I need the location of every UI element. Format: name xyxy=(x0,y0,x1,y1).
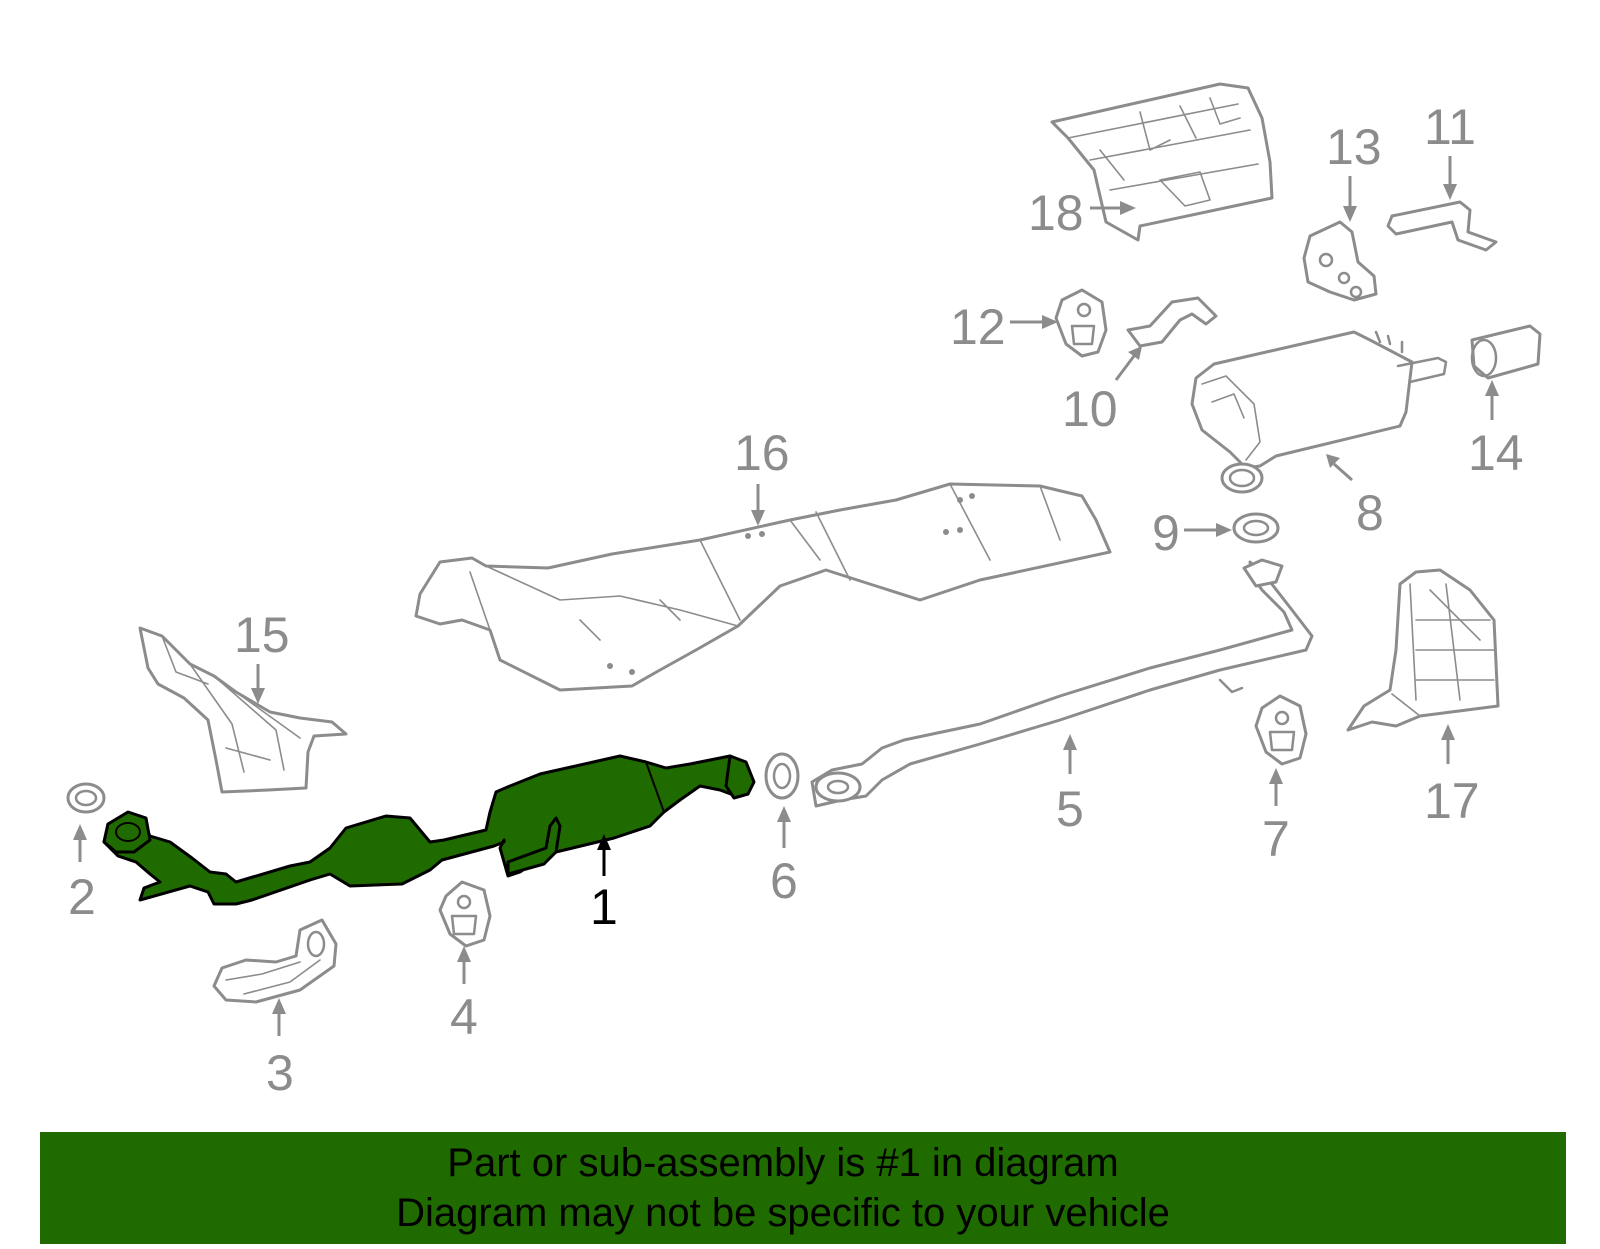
part-12-rubber-hanger[interactable] xyxy=(1054,288,1108,358)
part-7-rubber-hanger[interactable] xyxy=(1254,694,1308,766)
part-10-bracket[interactable] xyxy=(1126,296,1218,348)
callout-15: 15 xyxy=(234,607,290,704)
callout-17: 17 xyxy=(1424,724,1480,829)
svg-text:2: 2 xyxy=(68,869,96,925)
part-15-heat-shield[interactable] xyxy=(138,626,348,794)
callout-11: 11 xyxy=(1424,99,1476,200)
svg-text:4: 4 xyxy=(450,989,478,1045)
svg-text:9: 9 xyxy=(1152,505,1180,561)
callout-7: 7 xyxy=(1262,768,1290,867)
callout-1: 1 xyxy=(590,834,618,935)
svg-text:1: 1 xyxy=(590,879,618,935)
svg-text:15: 15 xyxy=(234,607,290,663)
info-banner: Part or sub-assembly is #1 in diagram Di… xyxy=(40,1132,1566,1244)
part-14-tail-pipe-tip[interactable] xyxy=(1470,324,1542,380)
part-16-heat-shield[interactable] xyxy=(414,482,1112,692)
part-18-heat-shield[interactable] xyxy=(1050,82,1274,242)
banner-line-2: Diagram may not be specific to your vehi… xyxy=(396,1191,1170,1235)
callout-18: 18 xyxy=(1028,185,1136,241)
svg-text:7: 7 xyxy=(1262,811,1290,867)
callout-12: 12 xyxy=(950,299,1058,355)
svg-text:8: 8 xyxy=(1356,485,1384,541)
part-3-bracket[interactable] xyxy=(212,918,338,1004)
part-6-gasket[interactable] xyxy=(764,752,800,800)
svg-text:13: 13 xyxy=(1326,119,1382,175)
banner-line-1: Part or sub-assembly is #1 in diagram xyxy=(447,1141,1119,1185)
callout-3: 3 xyxy=(266,998,294,1101)
callout-2: 2 xyxy=(68,824,96,925)
callout-16: 16 xyxy=(734,425,790,526)
callout-4: 4 xyxy=(450,946,478,1045)
part-17-heat-shield[interactable] xyxy=(1346,568,1500,732)
svg-text:16: 16 xyxy=(734,425,790,481)
part-5-intermediate-pipe[interactable] xyxy=(810,558,1314,808)
callout-8: 8 xyxy=(1326,454,1384,541)
svg-text:18: 18 xyxy=(1028,185,1084,241)
svg-text:11: 11 xyxy=(1424,99,1476,155)
svg-text:10: 10 xyxy=(1062,381,1118,437)
svg-text:5: 5 xyxy=(1056,781,1084,837)
part-2-gasket[interactable] xyxy=(66,782,106,814)
svg-text:6: 6 xyxy=(770,853,798,909)
callout-13: 13 xyxy=(1326,119,1382,222)
svg-text:14: 14 xyxy=(1468,425,1524,481)
part-9-gasket[interactable] xyxy=(1232,512,1280,544)
callout-6: 6 xyxy=(770,806,798,909)
svg-text:17: 17 xyxy=(1424,773,1480,829)
callout-5: 5 xyxy=(1056,734,1084,837)
part-13-bracket[interactable] xyxy=(1302,220,1378,302)
part-11-hanger-rod[interactable] xyxy=(1386,200,1498,252)
part-8-muffler[interactable] xyxy=(1190,330,1448,494)
svg-text:12: 12 xyxy=(950,299,1006,355)
part-4-rubber-hanger[interactable] xyxy=(438,880,492,948)
callout-9: 9 xyxy=(1152,505,1232,561)
callout-10: 10 xyxy=(1062,346,1142,437)
callout-14: 14 xyxy=(1468,380,1524,481)
part-1-front-exhaust-pipe[interactable] xyxy=(102,754,756,906)
svg-text:3: 3 xyxy=(266,1045,294,1101)
